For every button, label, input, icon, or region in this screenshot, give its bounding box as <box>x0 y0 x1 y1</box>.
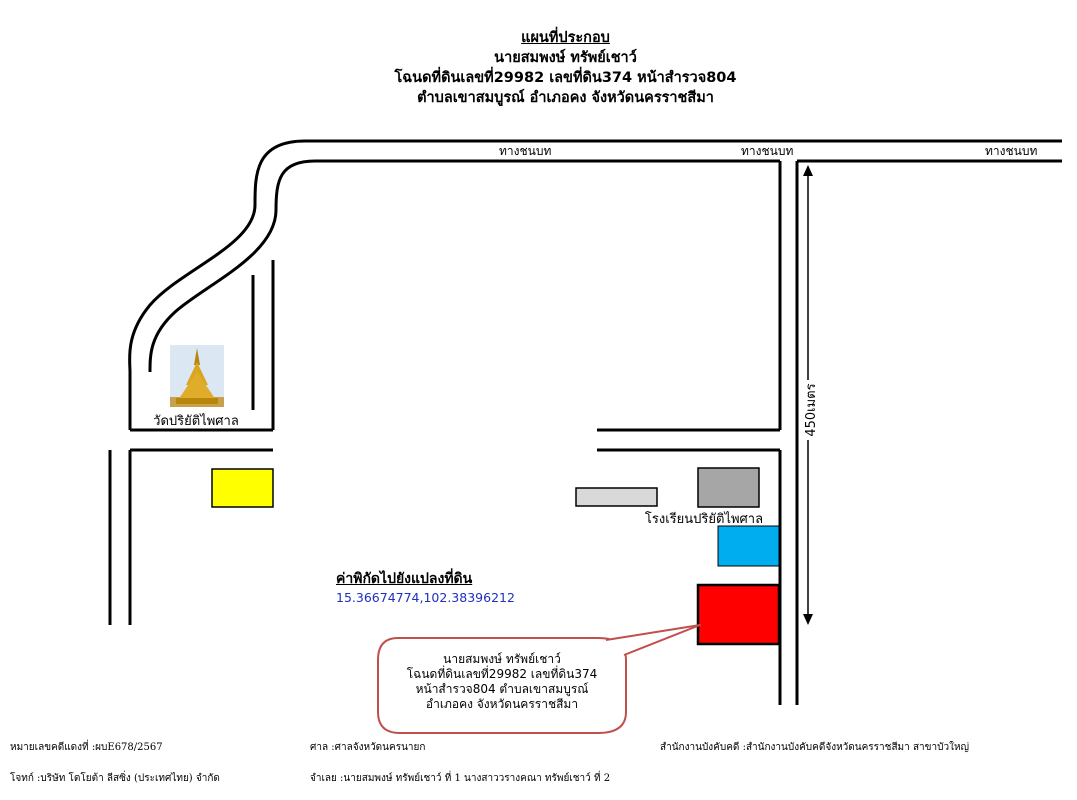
footer-plaintiff: โจทก์ :บริษัท โตโยต้า ลีสซิ่ง (ประเทศไทย… <box>10 773 220 784</box>
distance-arrow-top-head <box>803 165 813 176</box>
yellow-building-block <box>211 468 274 508</box>
school-label: โรงเรียนปริยัติไพศาล <box>645 511 763 527</box>
map-title-block: แผนที่ประกอบ นายสมพงษ์ ทรัพย์เชาว์ โฉนดท… <box>0 28 1077 108</box>
coordinates-value: 15.36674774,102.38396212 <box>336 590 515 605</box>
footer-case-number: หมายเลขคดีแดงที่ :ผบE678/2567 <box>10 742 163 753</box>
curved-road-inner-edge <box>148 159 395 373</box>
blue-building-block <box>717 525 780 567</box>
curved-road-outer-edge <box>128 139 395 373</box>
coordinates-heading: ค่าพิกัดไปยังแปลงที่ดิน <box>336 571 473 587</box>
road-label-2: ทางชนบท <box>741 144 793 158</box>
distance-label-background <box>800 380 818 440</box>
callout-survey: หน้าสำรวจ804 ตำบลเขาสมบูรณ์ <box>415 682 589 696</box>
target-land-plot <box>696 583 781 646</box>
golden-pagoda-icon <box>170 345 224 407</box>
callout-pointer <box>605 624 701 656</box>
callout-text: นายสมพงษ์ ทรัพย์เชาว์ โฉนดที่ดินเลขที่29… <box>382 652 622 712</box>
temple-label: วัดปริยัติไพศาล <box>153 413 239 429</box>
distance-label: 450เมตร <box>804 383 819 436</box>
callout-province: อำเภอคง จังหวัดนครราชสีมา <box>425 697 579 711</box>
location-title: ตำบลเขาสมบูรณ์ อำเภอคง จังหวัดนครราชสีมา <box>417 90 714 106</box>
footer-office: สำนักงานบังคับคดี :สำนักงานบังคับคดีจังห… <box>660 742 970 753</box>
footer-court: ศาล :ศาลจังหวัดนครนายก <box>310 742 426 753</box>
road-label-1: ทางชนบท <box>499 144 551 158</box>
distance-arrow-bottom-head <box>803 614 813 625</box>
road-label-3: ทางชนบท <box>985 144 1037 158</box>
deed-info-title: โฉนดที่ดินเลขที่29982 เลขที่ดิน374 หน้าส… <box>394 70 737 86</box>
map-title: แผนที่ประกอบ <box>521 30 610 46</box>
school-building-block <box>697 467 760 508</box>
callout-owner: นายสมพงษ์ ทรัพย์เชาว์ <box>443 652 561 666</box>
callout-pointer-mask <box>606 640 623 654</box>
light-gray-building-block <box>575 487 658 507</box>
footer-defendant: จำเลย :นายสมพงษ์ ทรัพย์เชาว์ ที่ 1 นางสา… <box>310 773 611 784</box>
callout-deed: โฉนดที่ดินเลขที่29982 เลขที่ดิน374 <box>406 667 598 681</box>
owner-name-title: นายสมพงษ์ ทรัพย์เชาว์ <box>494 50 637 66</box>
